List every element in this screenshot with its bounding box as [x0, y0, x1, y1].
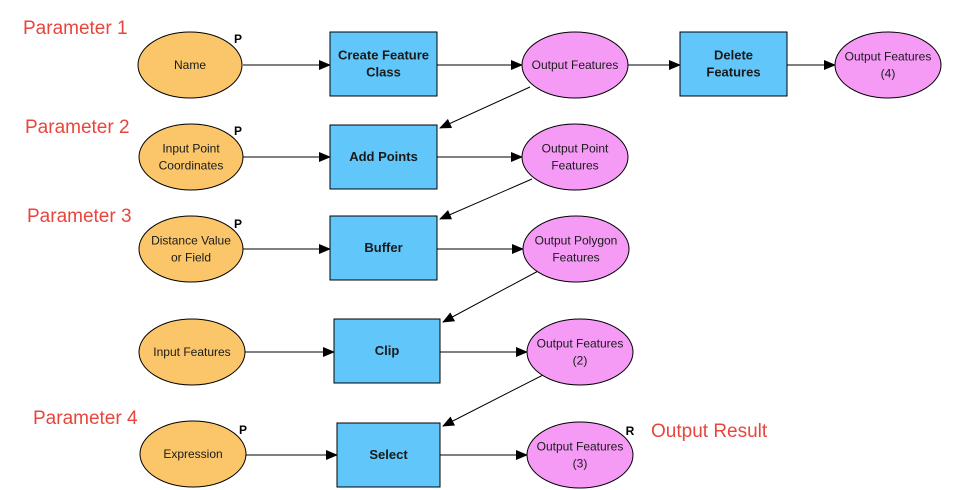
select-box — [336, 422, 441, 488]
create-feature-class-box — [329, 31, 438, 97]
output-polygon-features-label-1: Output Polygon — [535, 234, 618, 248]
input-point-coordinates-flag: P — [234, 124, 242, 138]
input-features-node[interactable]: Input Features — [138, 318, 246, 386]
output-features-3-shape — [526, 421, 634, 489]
output-features-node[interactable]: Output Features — [521, 31, 629, 99]
output-features-2-shape — [526, 318, 634, 386]
output-point-features-shape — [521, 123, 629, 191]
parameter-2-label: Parameter 2 — [25, 117, 130, 138]
parameter-3-label: Parameter 3 — [27, 206, 132, 227]
name-label: Name — [174, 58, 206, 72]
connectors — [243, 60, 836, 460]
output-features-3-flag: R — [626, 424, 635, 438]
output-polygon-features-shape — [522, 215, 630, 283]
output-features-3-node[interactable]: Output Features (3) R — [526, 421, 635, 489]
output-features-3-label-1: Output Features — [537, 440, 624, 454]
select-label: Select — [369, 447, 408, 462]
output-features-2-node[interactable]: Output Features (2) — [526, 318, 634, 386]
select-tool[interactable]: Select — [336, 422, 441, 488]
delete-features-label-2: Features — [706, 65, 760, 80]
parameter-1-label: Parameter 1 — [23, 18, 128, 39]
expression-label: Expression — [163, 447, 222, 461]
arrow-polygon-to-clip — [442, 269, 541, 323]
output-point-features-label-1: Output Point — [542, 142, 609, 156]
clip-box — [333, 318, 441, 384]
input-features-shape — [138, 318, 246, 386]
delete-features-box — [679, 31, 788, 97]
arrow-pointfeatures-to-buffer — [439, 178, 533, 220]
distance-value-shape — [138, 215, 244, 283]
output-features-shape — [521, 31, 629, 99]
expression-shape — [139, 420, 247, 488]
arrow-output-to-addpoints — [439, 86, 531, 129]
create-feature-class-label-1: Create Feature — [338, 48, 429, 63]
output-features-2-label-1: Output Features — [537, 337, 624, 351]
output-features-4-label-1: Output Features — [845, 50, 932, 64]
input-features-label: Input Features — [153, 345, 230, 359]
add-points-tool[interactable]: Add Points — [329, 124, 438, 190]
buffer-box — [329, 215, 438, 281]
buffer-label: Buffer — [364, 240, 402, 255]
clip-label: Clip — [375, 343, 400, 358]
add-points-box — [329, 124, 438, 190]
input-point-coordinates-label-2: Coordinates — [159, 159, 224, 173]
output-features-4-node[interactable]: Output Features (4) — [834, 31, 942, 99]
output-point-features-label-2: Features — [551, 159, 598, 173]
arrow-output2-to-select — [442, 373, 546, 427]
distance-value-label-1: Distance Value — [151, 234, 231, 248]
delete-features-label-1: Delete — [714, 48, 753, 63]
parameter-4-label: Parameter 4 — [33, 408, 138, 429]
output-features-4-shape — [834, 31, 942, 99]
output-features-label: Output Features — [532, 58, 619, 72]
name-node[interactable]: Name P — [137, 31, 243, 99]
create-feature-class-label-2: Class — [366, 65, 401, 80]
distance-value-flag: P — [234, 217, 242, 231]
clip-tool[interactable]: Clip — [333, 318, 441, 384]
name-shape — [137, 31, 243, 99]
add-points-label: Add Points — [349, 149, 418, 164]
distance-value-node[interactable]: Distance Value or Field P — [138, 215, 244, 283]
buffer-tool[interactable]: Buffer — [329, 215, 438, 281]
output-polygon-features-label-2: Features — [552, 251, 599, 265]
expression-flag: P — [239, 423, 247, 437]
output-features-3-label-2: (3) — [573, 457, 588, 471]
expression-node[interactable]: Expression P — [139, 420, 247, 488]
name-flag: P — [234, 32, 242, 46]
input-point-coordinates-shape — [138, 123, 244, 191]
distance-value-label-2: or Field — [171, 251, 211, 265]
output-result-label: Output Result — [651, 421, 768, 442]
input-point-coordinates-label-1: Input Point — [162, 142, 220, 156]
output-features-2-label-2: (2) — [573, 354, 588, 368]
output-features-4-label-2: (4) — [881, 67, 896, 81]
